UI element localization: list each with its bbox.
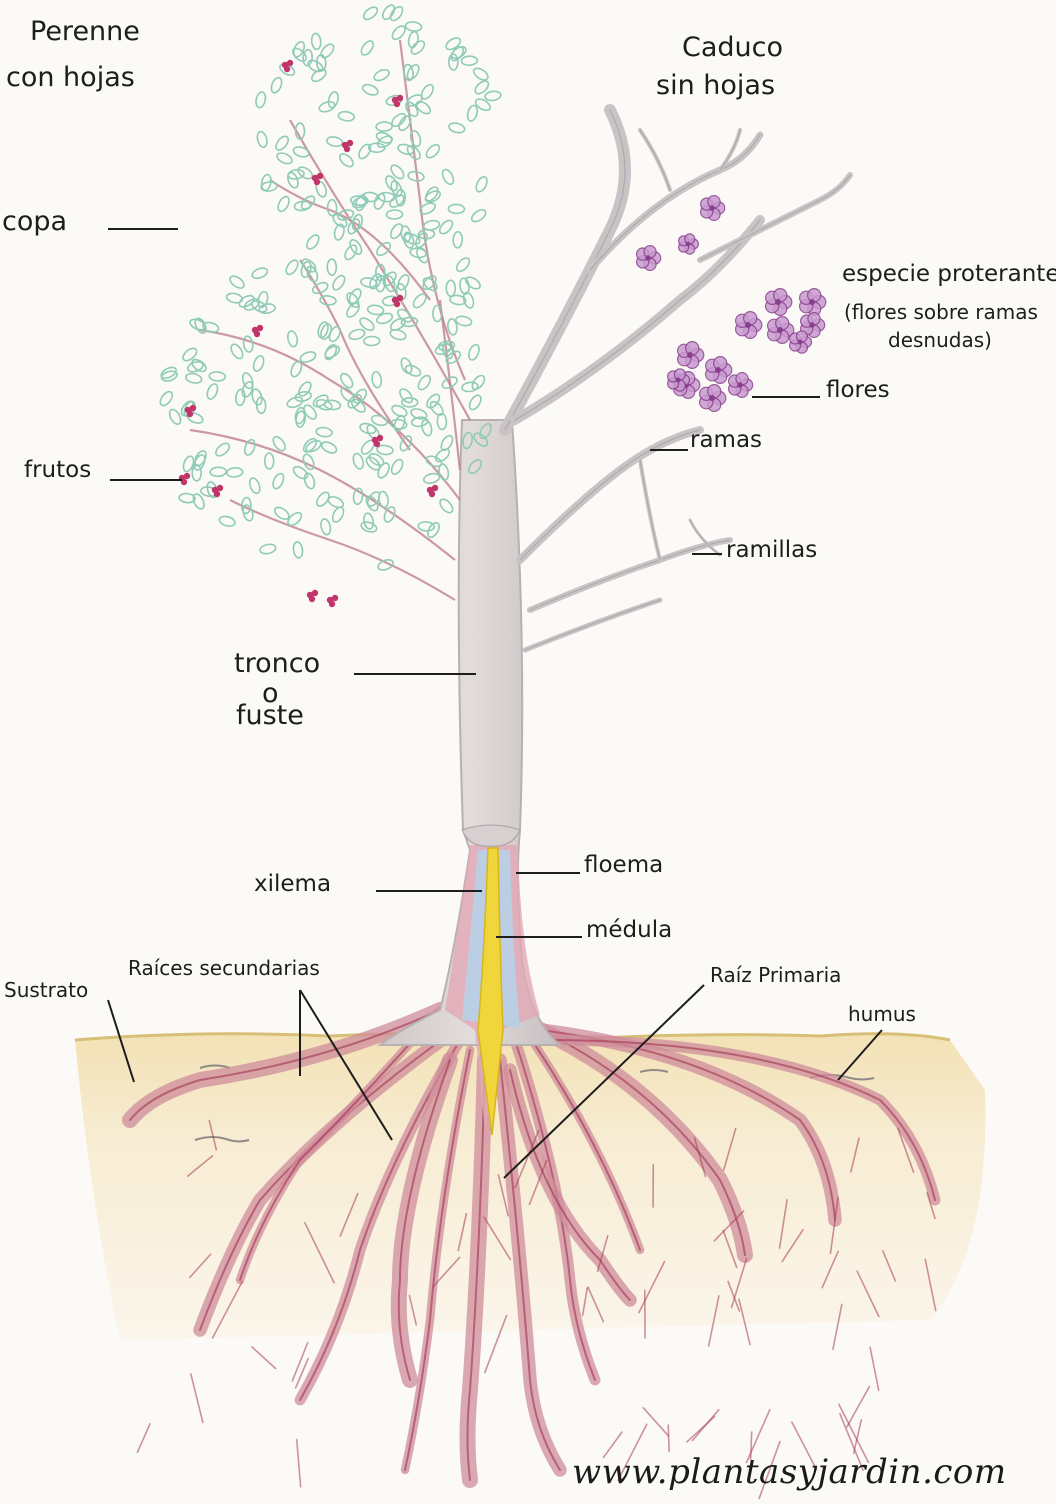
label-raiz-primaria: Raíz Primaria (710, 963, 842, 987)
label-floema: floema (584, 852, 664, 878)
label-ramillas: ramillas (726, 537, 818, 563)
label-especie-proterante: especie proterante (842, 261, 1056, 287)
label-copa: copa (2, 206, 68, 237)
raiz-primaria-leader (503, 984, 705, 1179)
trunk (376, 419, 563, 1136)
label-fuste: fuste (236, 700, 304, 731)
pith (477, 847, 504, 1136)
sustrato-leader (107, 999, 135, 1083)
label-xilema: xilema (254, 871, 332, 897)
label-con-hojas: con hojas (6, 62, 135, 93)
label-raices-secundarias: Raíces secundarias (128, 956, 320, 980)
label-tronco: tronco (234, 648, 321, 679)
flower-clusters (636, 194, 827, 412)
label-flores: flores (826, 377, 890, 403)
bare-branches (499, 104, 853, 653)
label-frutos: frutos (24, 457, 92, 483)
label-o: o (262, 678, 279, 709)
evergreen-crown (159, 4, 502, 608)
label-medula: médula (586, 917, 673, 943)
label-flores-sobre-ramas: (flores sobre ramas (844, 300, 1038, 324)
website-credit: www.plantasyjardin.com (572, 1452, 1007, 1492)
label-ramas: ramas (690, 427, 763, 453)
label-perenne: Perenne (30, 16, 140, 47)
label-sin-hojas: sin hojas (656, 70, 776, 101)
root-system (122, 1002, 941, 1500)
humus-leader (837, 1029, 883, 1081)
leader-lines (107, 228, 883, 1179)
label-sustrato: Sustrato (4, 978, 89, 1002)
label-desnudas: desnudas) (888, 328, 992, 352)
label-caduco: Caduco (682, 32, 784, 63)
label-humus: humus (848, 1002, 916, 1026)
raices-leader-b (299, 989, 393, 1141)
